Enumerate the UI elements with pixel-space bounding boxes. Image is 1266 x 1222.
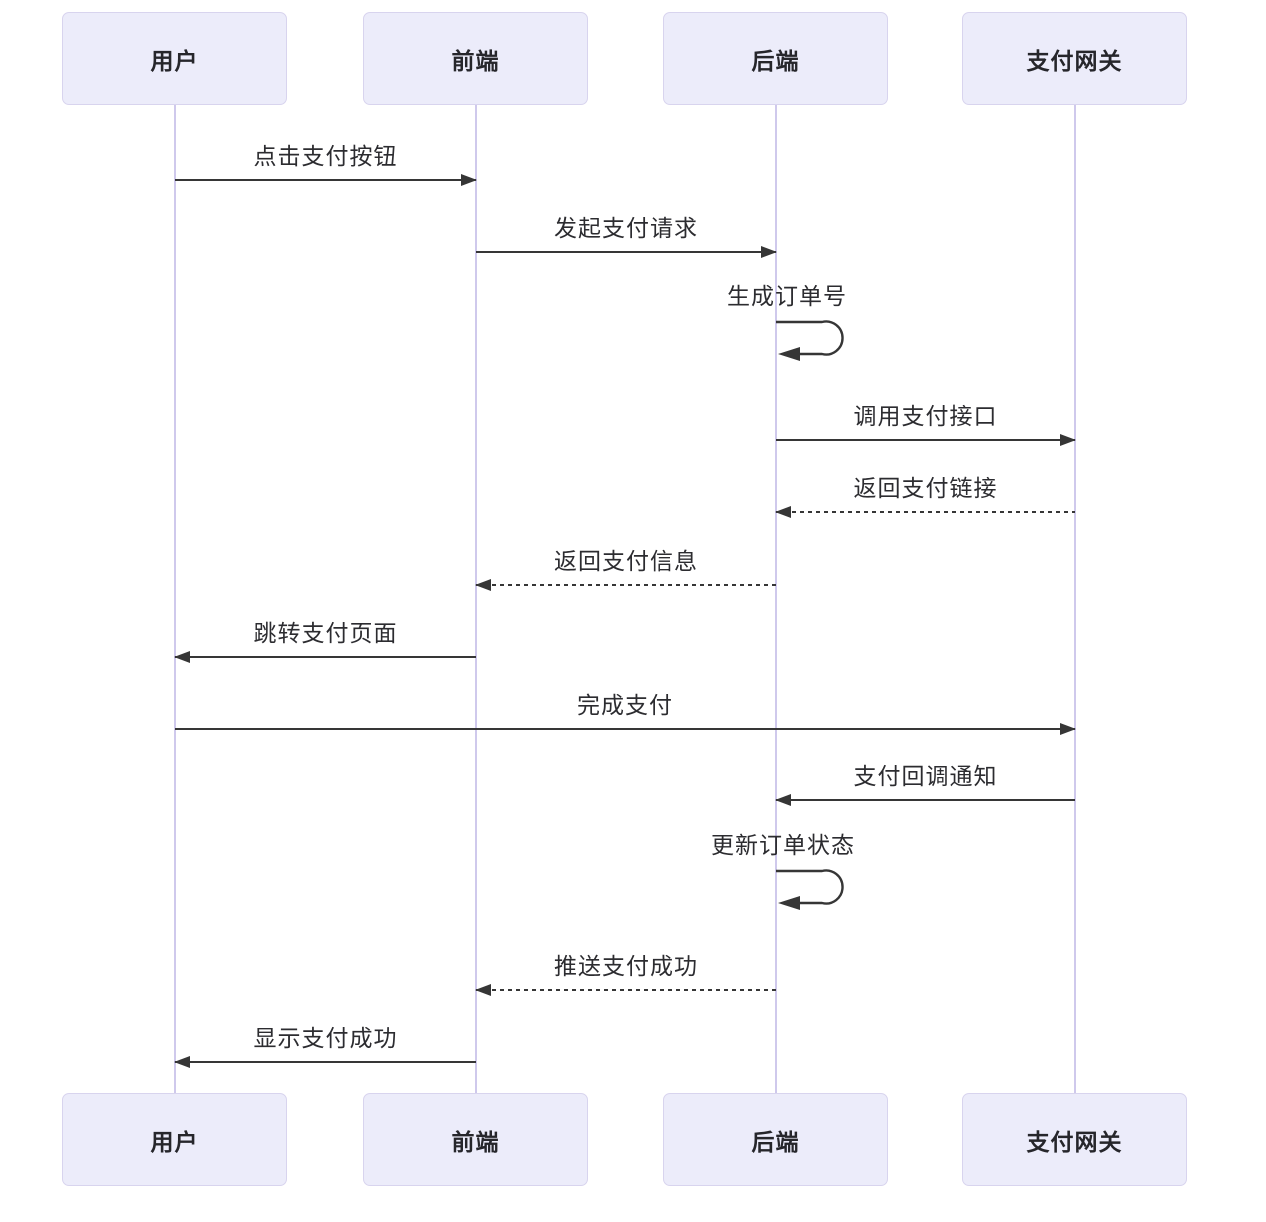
message-label: 支付回调通知 <box>853 763 998 789</box>
message-line <box>476 584 776 587</box>
lifeline-user <box>174 105 176 1093</box>
message-label: 返回支付信息 <box>554 548 698 574</box>
actor-label: 后端 <box>751 1128 800 1155</box>
actor-label: 用户 <box>150 47 199 74</box>
actor-box-user-top: 用户 <box>62 12 287 105</box>
actor-box-backend-bottom: 后端 <box>663 1093 888 1186</box>
arrowhead-right-icon <box>461 174 477 186</box>
message-line <box>476 989 776 992</box>
message-line <box>175 728 1075 731</box>
actor-label: 用户 <box>150 1128 199 1155</box>
lifeline-gateway <box>1074 105 1076 1093</box>
arrowhead-left-icon <box>475 579 491 591</box>
message-label: 点击支付按钮 <box>253 143 398 169</box>
self-loop-arrow-icon <box>776 869 844 910</box>
message-label: 发起支付请求 <box>554 215 698 241</box>
message-label: 跳转支付页面 <box>253 620 398 646</box>
actor-box-gateway-top: 支付网关 <box>962 12 1187 105</box>
message-line <box>776 799 1075 802</box>
lifeline-backend <box>775 105 777 1093</box>
actor-box-user-bottom: 用户 <box>62 1093 287 1186</box>
message-generate-order-number: 生成订单号 <box>702 282 872 365</box>
message-line <box>175 179 476 182</box>
arrowhead-right-icon <box>1060 434 1076 446</box>
message-label: 调用支付接口 <box>853 403 998 429</box>
message-line <box>476 251 776 254</box>
arrowhead-right-icon <box>1060 723 1076 735</box>
message-label: 生成订单号 <box>727 283 847 309</box>
actor-box-frontend-top: 前端 <box>363 12 588 105</box>
message-label: 显示支付成功 <box>253 1025 398 1051</box>
actor-box-gateway-bottom: 支付网关 <box>962 1093 1187 1186</box>
lifeline-frontend <box>475 105 477 1093</box>
actor-label: 前端 <box>451 47 500 74</box>
actor-box-backend-top: 后端 <box>663 12 888 105</box>
arrowhead-right-icon <box>761 246 777 258</box>
message-line <box>776 511 1075 514</box>
self-loop-arrow-icon <box>776 320 844 361</box>
actor-label: 后端 <box>751 47 800 74</box>
actor-label: 前端 <box>451 1128 500 1155</box>
message-label: 完成支付 <box>577 692 673 718</box>
actor-label: 支付网关 <box>1026 47 1123 74</box>
message-update-order-status: 更新订单状态 <box>698 831 868 914</box>
arrowhead-left-icon <box>174 1056 190 1068</box>
message-line <box>175 656 476 659</box>
arrowhead-left-icon <box>174 651 190 663</box>
message-label: 更新订单状态 <box>711 832 855 858</box>
arrowhead-left-icon <box>775 794 791 806</box>
message-label: 推送支付成功 <box>554 953 698 979</box>
arrowhead-left-icon <box>775 506 791 518</box>
actor-box-frontend-bottom: 前端 <box>363 1093 588 1186</box>
message-label: 返回支付链接 <box>853 475 998 501</box>
message-line <box>776 439 1075 442</box>
message-line <box>175 1061 476 1064</box>
arrowhead-left-icon <box>475 984 491 996</box>
actor-label: 支付网关 <box>1026 1128 1123 1155</box>
